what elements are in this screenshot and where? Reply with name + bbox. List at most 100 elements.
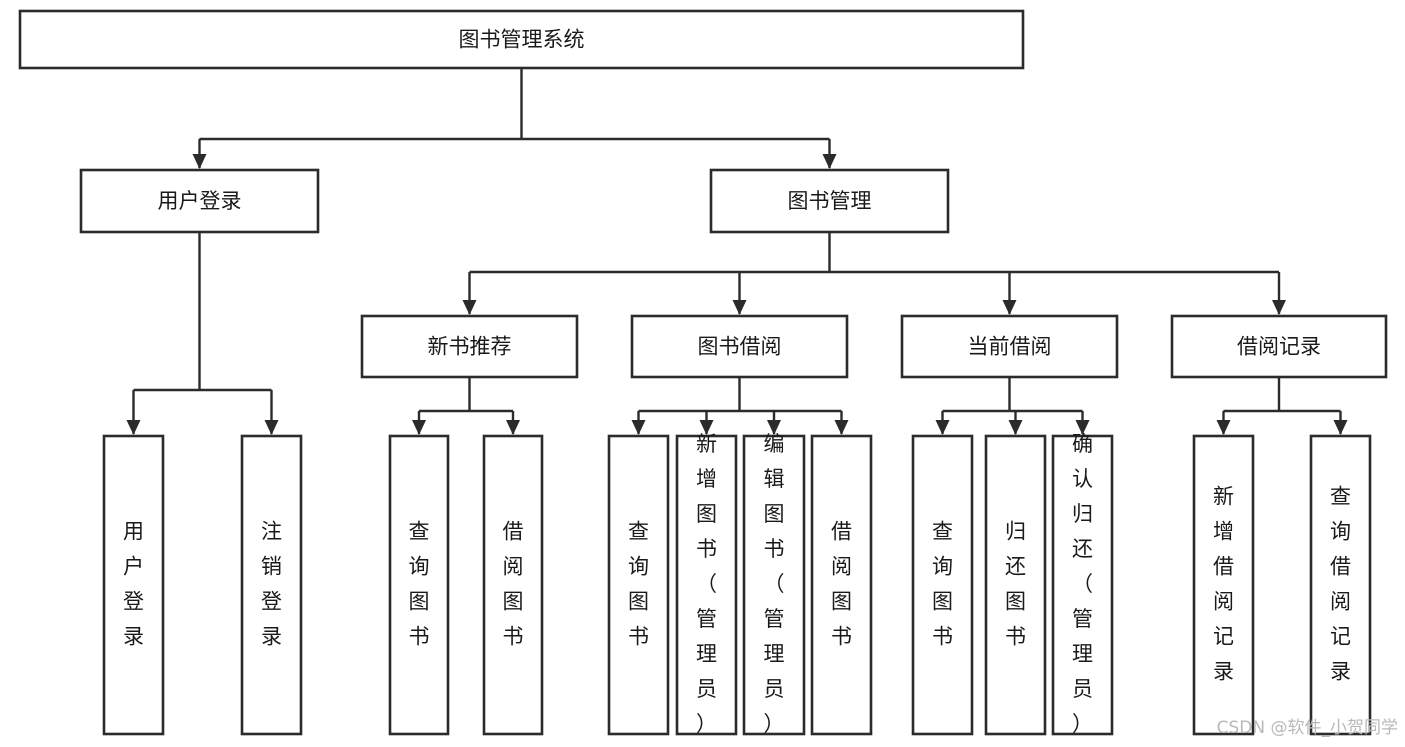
node-level2-2[interactable]: 当前借阅 (900, 314, 1119, 379)
node-box[interactable] (630, 314, 849, 379)
node-label-char: 管 (764, 607, 785, 631)
node-box[interactable] (911, 434, 974, 736)
node-box[interactable] (1051, 434, 1114, 736)
node-label: 用户登录 (158, 189, 242, 213)
node-label-char: 用 (123, 520, 144, 544)
arrow-head-icon (699, 420, 714, 435)
node-label-char: 查 (932, 520, 953, 544)
node-box[interactable] (742, 434, 806, 736)
arrow-head-icon (822, 154, 837, 169)
node-box[interactable] (360, 314, 579, 379)
node-label-char: 询 (932, 555, 953, 579)
node-label: 新书推荐 (428, 335, 512, 359)
node-label-char: 记 (1330, 625, 1351, 649)
node-label-char: 增 (696, 467, 717, 491)
node-leaf-0[interactable]: 用户登录 (102, 434, 165, 736)
node-label-char: 记 (1213, 625, 1234, 649)
node-label-char: 户 (123, 555, 144, 579)
node-label-char: 还 (1005, 555, 1026, 579)
arrow-head-icon (834, 420, 849, 435)
node-label-char: 员 (1072, 677, 1093, 701)
node-box[interactable] (1170, 314, 1388, 379)
node-level1-1[interactable]: 图书管理 (709, 168, 950, 234)
node-label-char: 查 (628, 520, 649, 544)
node-box[interactable] (984, 434, 1047, 736)
node-label-char: 图 (1005, 590, 1026, 614)
node-box[interactable] (102, 434, 165, 736)
node-label-char: 理 (1072, 642, 1093, 666)
node-label-char: 登 (123, 590, 144, 614)
node-label-char: 查 (409, 520, 430, 544)
node-box[interactable] (18, 9, 1025, 70)
node-box[interactable] (900, 314, 1119, 379)
node-label-char: 图 (764, 502, 785, 526)
node-label-char: 图 (831, 590, 852, 614)
node-level1-0[interactable]: 用户登录 (79, 168, 320, 234)
node-root-0[interactable]: 图书管理系统 (18, 9, 1025, 70)
node-box[interactable] (388, 434, 450, 736)
node-label-char: 阅 (503, 555, 524, 579)
arrow-head-icon (1216, 420, 1231, 435)
node-label-char: 书 (628, 625, 649, 649)
node-box[interactable] (1309, 434, 1372, 736)
node-label-char: 询 (409, 555, 430, 579)
node-label-char: 销 (261, 555, 282, 579)
arrow-head-icon (1272, 300, 1286, 315)
node-label: 图书借阅 (698, 335, 782, 359)
node-label-char: 登 (261, 590, 282, 614)
node-label-char: 图 (628, 590, 649, 614)
node-label-char: 书 (932, 625, 953, 649)
arrow-head-icon (767, 420, 781, 435)
node-box[interactable] (607, 434, 670, 736)
node-level2-0[interactable]: 新书推荐 (360, 314, 579, 379)
arrow-head-icon (631, 420, 646, 435)
node-label-char: 借 (1330, 555, 1351, 579)
node-level2-1[interactable]: 图书借阅 (630, 314, 849, 379)
node-label-char: 图 (932, 590, 953, 614)
node-box[interactable] (675, 434, 738, 736)
node-label-char: 还 (1072, 537, 1093, 561)
node-label: 当前借阅 (968, 335, 1052, 359)
arrow-head-icon (506, 420, 520, 435)
node-label-char: 注 (261, 520, 282, 544)
node-label-char: 借 (831, 520, 852, 544)
node-label: 图书管理 (788, 189, 872, 213)
node-label-char: （ (696, 572, 717, 596)
node-label-char: ） (696, 712, 717, 736)
node-label-char: 新 (696, 432, 717, 456)
node-label-char: 阅 (1213, 590, 1234, 614)
node-box[interactable] (810, 434, 873, 736)
node-box[interactable] (240, 434, 303, 736)
node-label-char: ） (764, 712, 785, 736)
node-label-char: 书 (831, 625, 852, 649)
arrow-head-icon (1008, 420, 1023, 435)
node-level2-3[interactable]: 借阅记录 (1170, 314, 1388, 379)
node-box[interactable] (482, 434, 544, 736)
node-box[interactable] (79, 168, 320, 234)
arrow-head-icon (192, 154, 207, 169)
arrow-head-icon (412, 420, 426, 435)
node-label-char: 书 (696, 537, 717, 561)
node-box[interactable] (1192, 434, 1255, 736)
node-label-char: 查 (1330, 485, 1351, 509)
node-box[interactable] (709, 168, 950, 234)
node-label-char: （ (1072, 572, 1093, 596)
node-label-char: 员 (696, 677, 717, 701)
node-label-char: 录 (1330, 660, 1351, 684)
connector-layer (126, 68, 1348, 435)
node-label-char: 书 (764, 537, 785, 561)
node-label-char: （ (764, 572, 785, 596)
